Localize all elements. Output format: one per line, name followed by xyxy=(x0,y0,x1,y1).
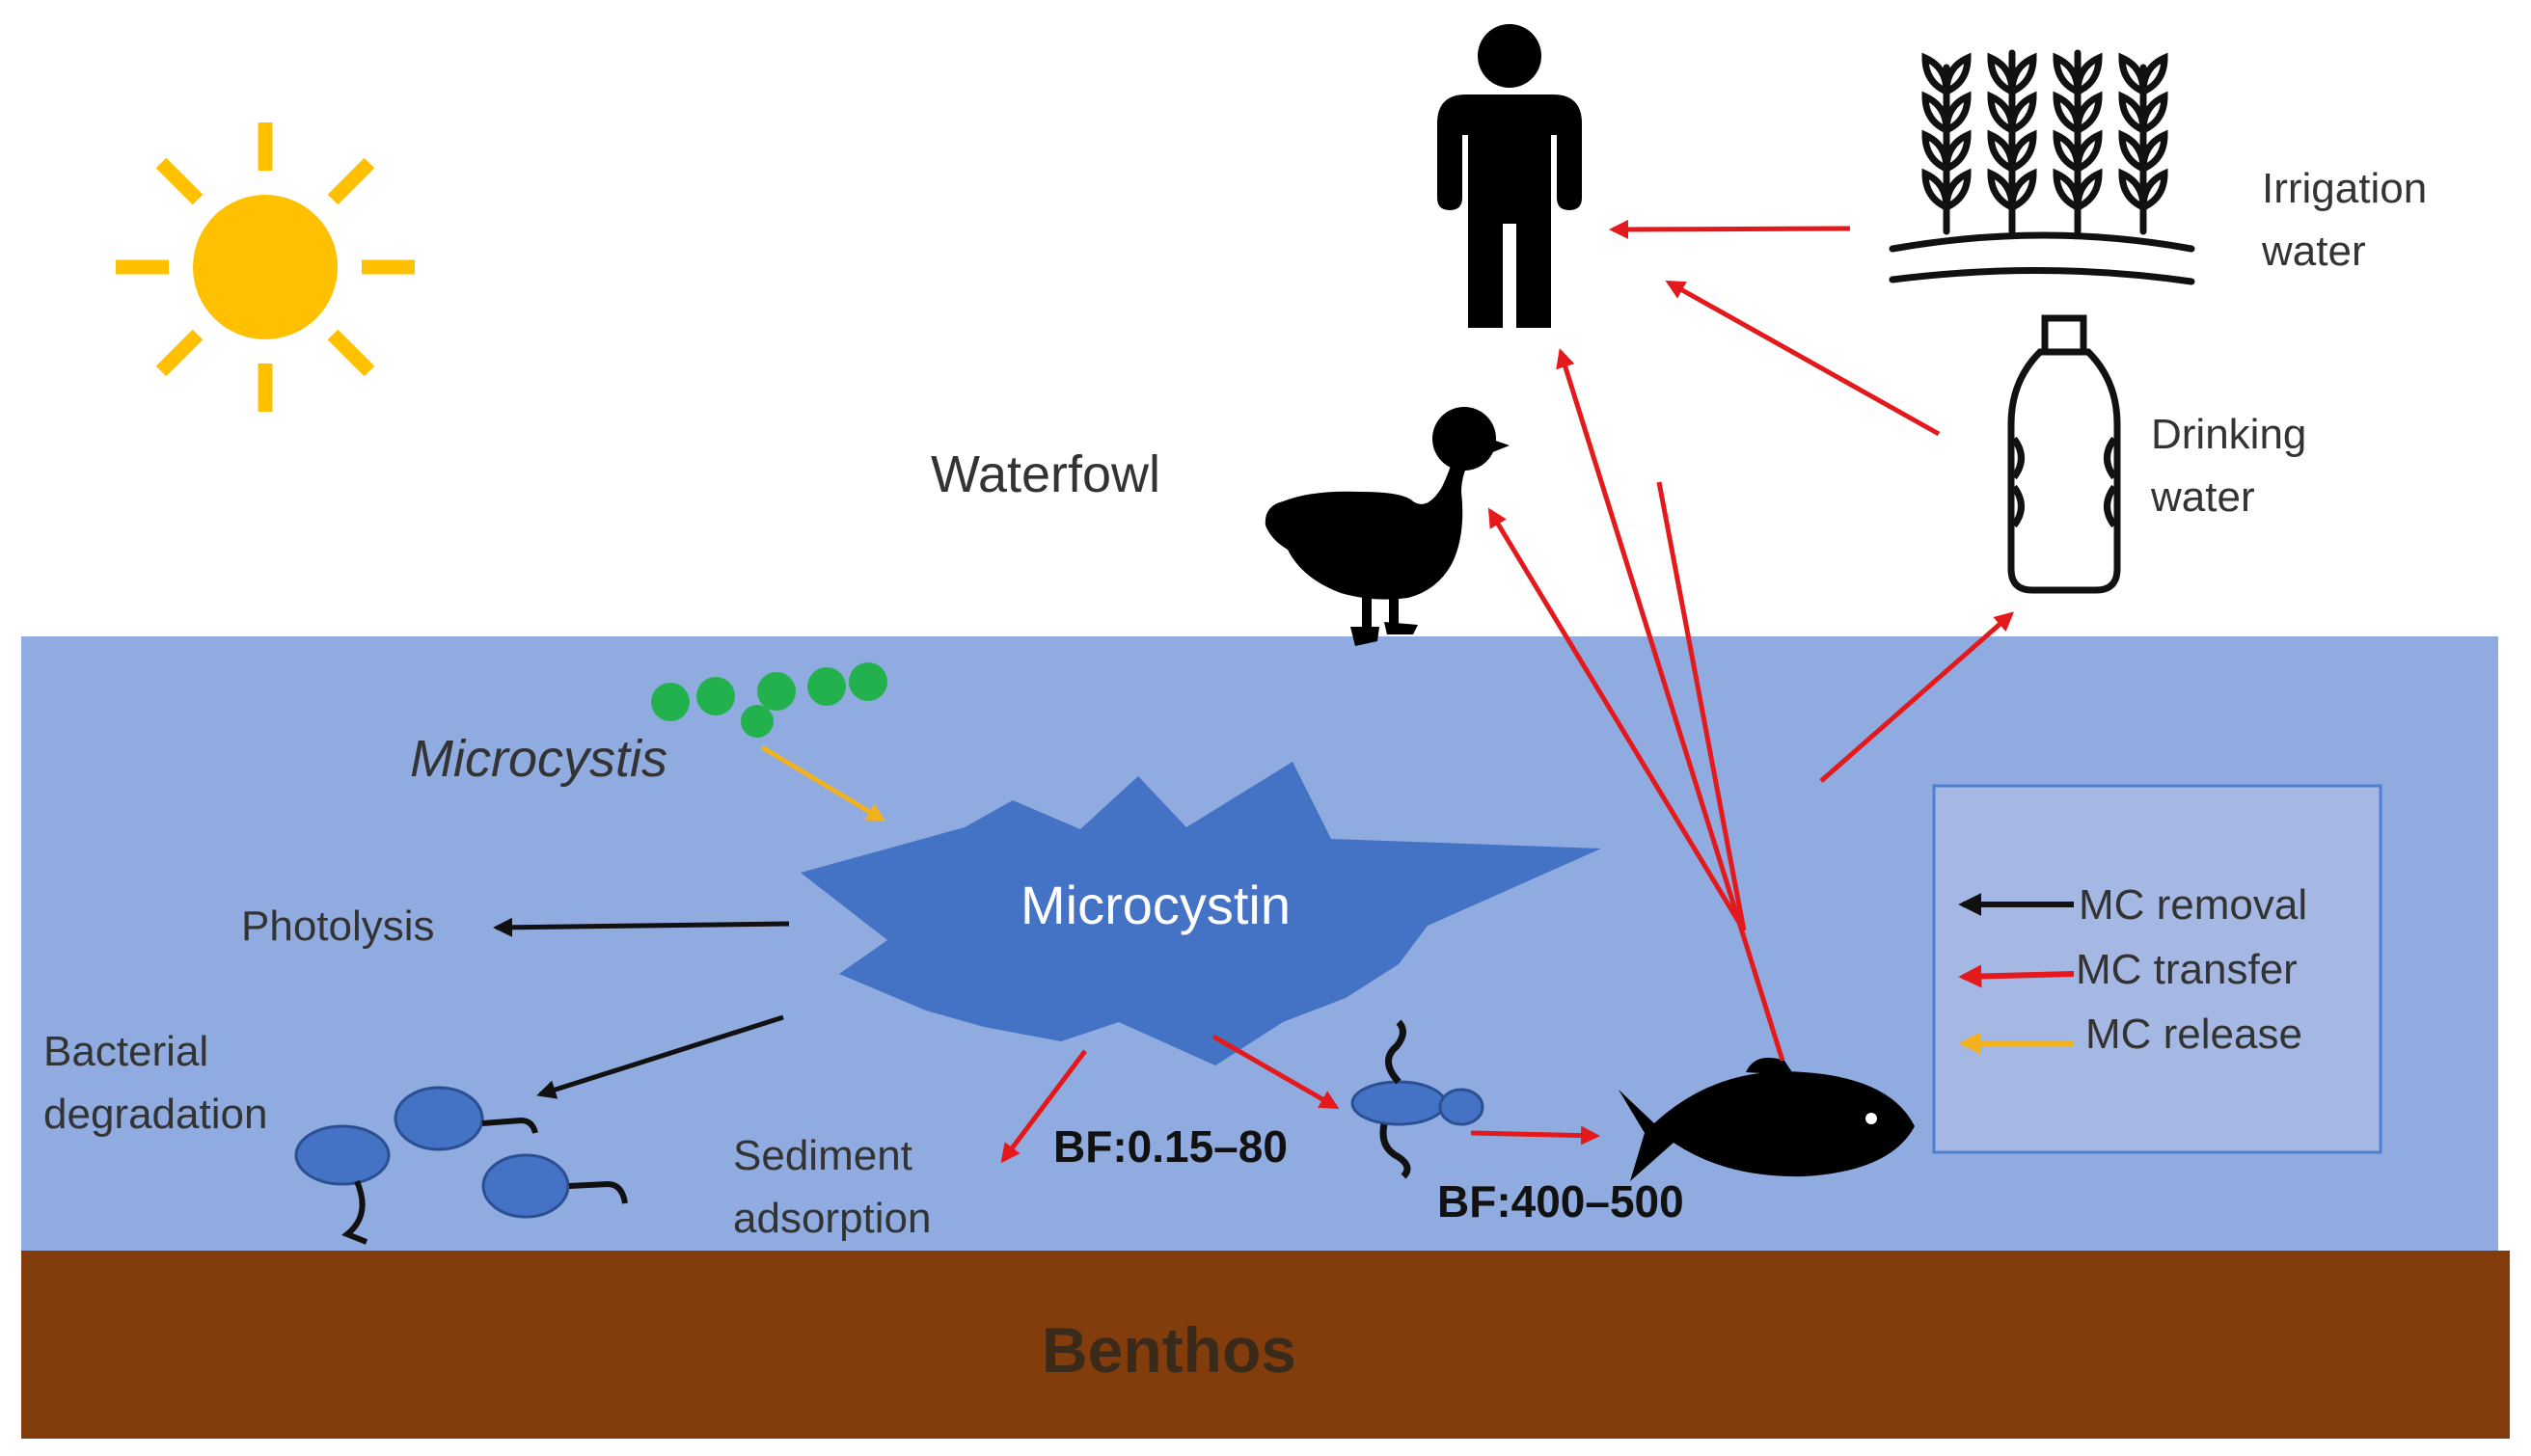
legend-removal-label: MC removal xyxy=(2079,881,2307,929)
legend-transfer-arrow xyxy=(1958,964,2075,988)
bacterial-label: Bacterial degradation xyxy=(43,1028,267,1138)
fish-to-human-arrow-2 xyxy=(1656,481,1747,931)
release-arrow xyxy=(760,744,886,822)
legend-box xyxy=(1932,784,2382,1154)
bottle-to-human-arrow xyxy=(1665,280,1941,437)
duck-icon xyxy=(1265,407,1510,646)
microcystin-burst xyxy=(801,762,1601,1065)
water-to-bottle-arrow xyxy=(1819,611,2015,783)
legend: MC removal MC transfer MC release xyxy=(1932,784,2382,1154)
sediment-label: Sediment adsorption xyxy=(733,1132,931,1242)
microcystis-label: Microcystis xyxy=(410,730,667,788)
bf-fish-label: BF:400–500 xyxy=(1437,1176,1684,1227)
sun-icon xyxy=(116,122,415,412)
photolysis-arrow xyxy=(493,917,790,937)
waterfowl-label: Waterfowl xyxy=(931,445,1160,503)
benthos-label: Benthos xyxy=(1042,1314,1296,1386)
irrigation-label: Irrigation water xyxy=(2261,165,2438,275)
fish-to-duck-arrow xyxy=(1487,507,1747,932)
legend-transfer-label: MC transfer xyxy=(2076,946,2298,993)
fish-transfer-arrow xyxy=(1470,1125,1600,1146)
fish-to-human-arrow xyxy=(1556,348,1785,1062)
person-icon xyxy=(1437,24,1582,328)
sediment-arrow xyxy=(1000,1049,1087,1164)
bottle-icon xyxy=(2007,314,2121,594)
drinking-label: Drinking water xyxy=(2150,411,2319,521)
zooplankton-arrow xyxy=(1211,1034,1340,1110)
zooplankton-icon xyxy=(1350,1019,1484,1179)
microcystis-cells xyxy=(651,662,887,738)
wheat-icon xyxy=(1889,49,2195,285)
microcystin-label: Microcystin xyxy=(1021,875,1291,935)
legend-release-label: MC release xyxy=(2085,1011,2302,1058)
bf-sediment-label: BF:0.15–80 xyxy=(1053,1121,1288,1172)
bacterial-arrow xyxy=(536,1014,784,1099)
photolysis-label: Photolysis xyxy=(241,903,435,950)
fish-icon xyxy=(1619,1057,1915,1181)
benthos-layer xyxy=(21,1251,2510,1439)
bacteria-icon xyxy=(294,1086,628,1245)
